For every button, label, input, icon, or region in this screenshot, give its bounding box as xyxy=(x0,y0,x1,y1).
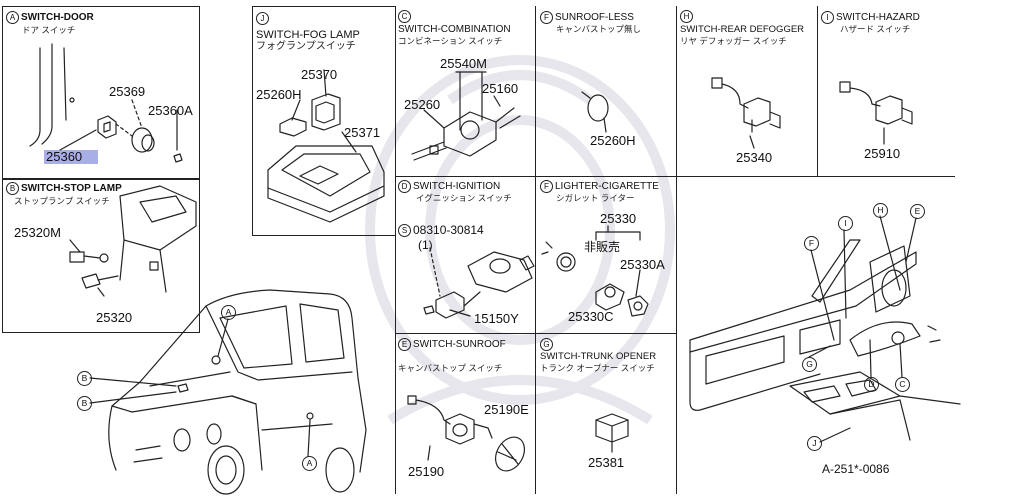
part-qty-1: (1) xyxy=(418,238,433,252)
section-c-jp: コンビネーション スイッチ xyxy=(398,36,503,46)
door-switch-illustration xyxy=(29,43,183,163)
section-b-marker: B xyxy=(6,182,19,195)
section-b-jp: ストップランプ スイッチ xyxy=(14,196,110,206)
section-j-jp: フォグランプスイッチ xyxy=(256,41,356,52)
part-25190e[interactable]: 25190E xyxy=(484,402,529,417)
section-g-title: G xyxy=(540,338,555,351)
section-c-marker: C xyxy=(398,10,411,23)
section-h-title: H xyxy=(680,10,695,23)
part-25260h-fog[interactable]: 25260H xyxy=(256,87,302,102)
part-25369[interactable]: 25369 xyxy=(109,84,146,99)
part-25330c[interactable]: 25330C xyxy=(568,309,614,324)
divider-v2 xyxy=(535,6,536,494)
dash-callout-j[interactable]: J xyxy=(807,436,822,451)
divider-v1 xyxy=(395,6,396,494)
dashboard-illustration xyxy=(689,215,961,443)
part-25320m[interactable]: 25320M xyxy=(14,225,61,240)
watermark-emblem xyxy=(365,55,675,425)
car-illustration xyxy=(89,289,367,495)
section-f1-jp: キャンバストップ無し xyxy=(556,24,642,34)
part-25540m[interactable]: 25540M xyxy=(440,56,487,71)
part-25370[interactable]: 25370 xyxy=(301,67,338,82)
section-h-name: SWITCH-REAR DEFOGGER xyxy=(680,24,805,35)
part-15150y[interactable]: 15150Y xyxy=(474,311,519,326)
combination-switch-illustration xyxy=(411,71,521,161)
divider-h2 xyxy=(395,333,676,334)
not-for-sale-note: 非販売 xyxy=(584,240,621,254)
dash-callout-i[interactable]: I xyxy=(838,216,853,231)
section-j-marker: J xyxy=(256,12,269,25)
part-25320[interactable]: 25320 xyxy=(96,310,133,325)
section-d-s-marker: S xyxy=(398,224,411,238)
section-f2-marker: F xyxy=(540,180,553,193)
section-j-name: SWITCH-FOG LAMP xyxy=(256,29,360,41)
trunk-opener-illustration xyxy=(595,413,629,453)
section-d-marker: D xyxy=(398,180,411,193)
part-25371[interactable]: 25371 xyxy=(344,125,381,140)
section-a-marker: A xyxy=(6,11,19,24)
divider-v4 xyxy=(817,6,818,176)
part-25260h-sunroofless[interactable]: 25260H xyxy=(590,133,636,148)
section-h-marker: H xyxy=(680,10,693,23)
section-g-marker: G xyxy=(540,338,553,351)
fog-lamp-switch-illustration xyxy=(267,69,385,223)
car-callout-a-lower[interactable]: A xyxy=(302,456,317,471)
dash-callout-e[interactable]: E xyxy=(910,204,925,219)
divider-h1 xyxy=(395,176,955,177)
section-b-frame xyxy=(2,178,200,333)
part-25260[interactable]: 25260 xyxy=(404,97,441,112)
part-25330a[interactable]: 25330A xyxy=(620,257,665,272)
section-h-jp: リヤ デフォッガー スイッチ xyxy=(680,36,787,46)
part-25340[interactable]: 25340 xyxy=(736,150,773,165)
stop-lamp-illustration xyxy=(69,185,197,297)
car-callout-b-lower[interactable]: B xyxy=(77,396,92,411)
part-25190[interactable]: 25190 xyxy=(408,464,445,479)
section-c-name: SWITCH-COMBINATION xyxy=(398,24,511,35)
section-c-title: C xyxy=(398,10,413,23)
divider-v3 xyxy=(676,6,677,494)
part-25330[interactable]: 25330 xyxy=(600,211,637,226)
section-e-marker: E xyxy=(398,338,411,351)
rear-defogger-switch-illustration xyxy=(711,77,781,149)
part-25910[interactable]: 25910 xyxy=(864,146,901,161)
section-g-name: SWITCH-TRUNK OPENER xyxy=(540,351,657,362)
sunroof-switch-illustration xyxy=(407,395,526,472)
part-25381[interactable]: 25381 xyxy=(588,455,625,470)
section-d-jp: イグニッション スイッチ xyxy=(416,193,512,203)
diagram-reference-number: A-251*-0086 xyxy=(822,462,890,476)
section-a-jp: ドア スイッチ xyxy=(22,25,76,35)
section-a-frame xyxy=(2,6,200,180)
section-e-jp: キャンバストップ スイッチ xyxy=(398,363,503,373)
section-f2-jp: シガレット ライター xyxy=(556,193,635,203)
part-25360a[interactable]: 25360A xyxy=(148,103,193,118)
cigarette-lighter-illustration xyxy=(541,225,649,317)
section-g-jp: トランク オープナー スイッチ xyxy=(540,363,655,373)
section-i-jp: ハザード スイッチ xyxy=(840,24,911,34)
ignition-switch-illustration xyxy=(423,247,535,319)
section-i-marker: I xyxy=(821,11,834,24)
section-j-title: J xyxy=(256,12,271,25)
hazard-switch-illustration xyxy=(839,81,913,145)
dash-callout-g[interactable]: G xyxy=(802,357,817,372)
sunroofless-plug-illustration xyxy=(581,91,609,133)
dash-callout-c[interactable]: C xyxy=(895,377,910,392)
part-25360-highlighted[interactable]: 25360 xyxy=(44,150,98,164)
section-f1-marker: F xyxy=(540,11,553,24)
part-25160[interactable]: 25160 xyxy=(482,81,519,96)
